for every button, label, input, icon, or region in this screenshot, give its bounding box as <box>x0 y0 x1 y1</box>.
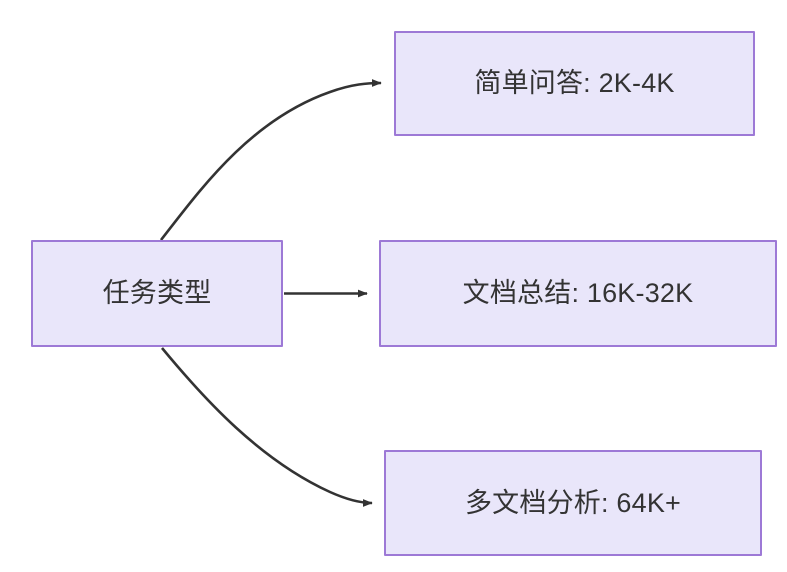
node-multi-doc[interactable]: 多文档分析: 64K+ <box>384 450 762 556</box>
node-task-type-label: 任务类型 <box>102 278 212 309</box>
node-simple-qa[interactable]: 简单问答: 2K-4K <box>394 31 755 136</box>
node-simple-qa-label: 简单问答: 2K-4K <box>474 68 675 99</box>
node-task-type[interactable]: 任务类型 <box>31 240 283 347</box>
node-doc-summary[interactable]: 文档总结: 16K-32K <box>379 240 777 347</box>
edge-source-to-simple-qa <box>159 79 382 241</box>
edge-source-to-multi-doc <box>160 347 373 507</box>
node-doc-summary-label: 文档总结: 16K-32K <box>462 278 694 309</box>
node-multi-doc-label: 多文档分析: 64K+ <box>464 487 681 518</box>
